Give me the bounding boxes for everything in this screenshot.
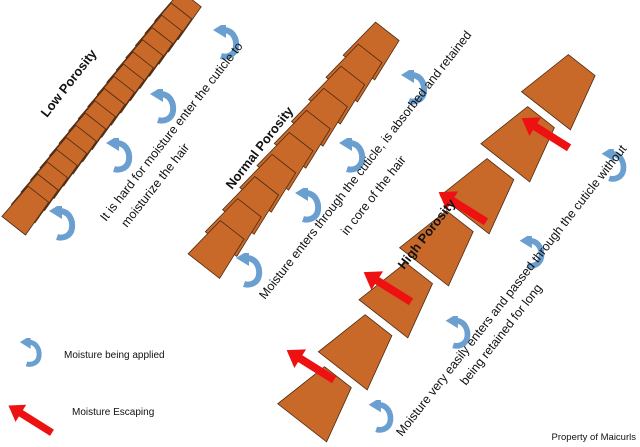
cuticle-scale bbox=[277, 366, 352, 443]
cuticle-scale bbox=[358, 262, 433, 339]
normal-porosity-hair-strand bbox=[187, 21, 400, 279]
curved-arrow-icon bbox=[150, 86, 173, 121]
legend-applied-label: Moisture being applied bbox=[64, 350, 165, 361]
low-porosity-hair-strand bbox=[1, 0, 202, 236]
curved-arrow-icon bbox=[106, 135, 129, 170]
curved-arrow-icon bbox=[236, 250, 259, 285]
cuticle-scale bbox=[520, 54, 596, 131]
curved-arrow-icon bbox=[49, 203, 72, 238]
curved-arrow-icon bbox=[369, 397, 391, 430]
red-arrow-icon bbox=[3, 396, 58, 442]
cuticle-scale bbox=[398, 210, 474, 287]
credit-text: Property of Maicurls bbox=[552, 432, 637, 443]
curved-arrow-icon bbox=[20, 336, 39, 365]
curved-arrow-icon bbox=[295, 185, 318, 220]
cuticle-scale bbox=[317, 314, 393, 391]
legend: Moisture being applied Moisture Escaping bbox=[3, 336, 165, 442]
cuticle-scale bbox=[187, 220, 245, 279]
legend-escaping-label: Moisture Escaping bbox=[72, 407, 154, 418]
high-porosity-hair-strand bbox=[277, 54, 596, 443]
cuticle-scale bbox=[439, 158, 515, 235]
cuticle-scale bbox=[1, 185, 50, 236]
